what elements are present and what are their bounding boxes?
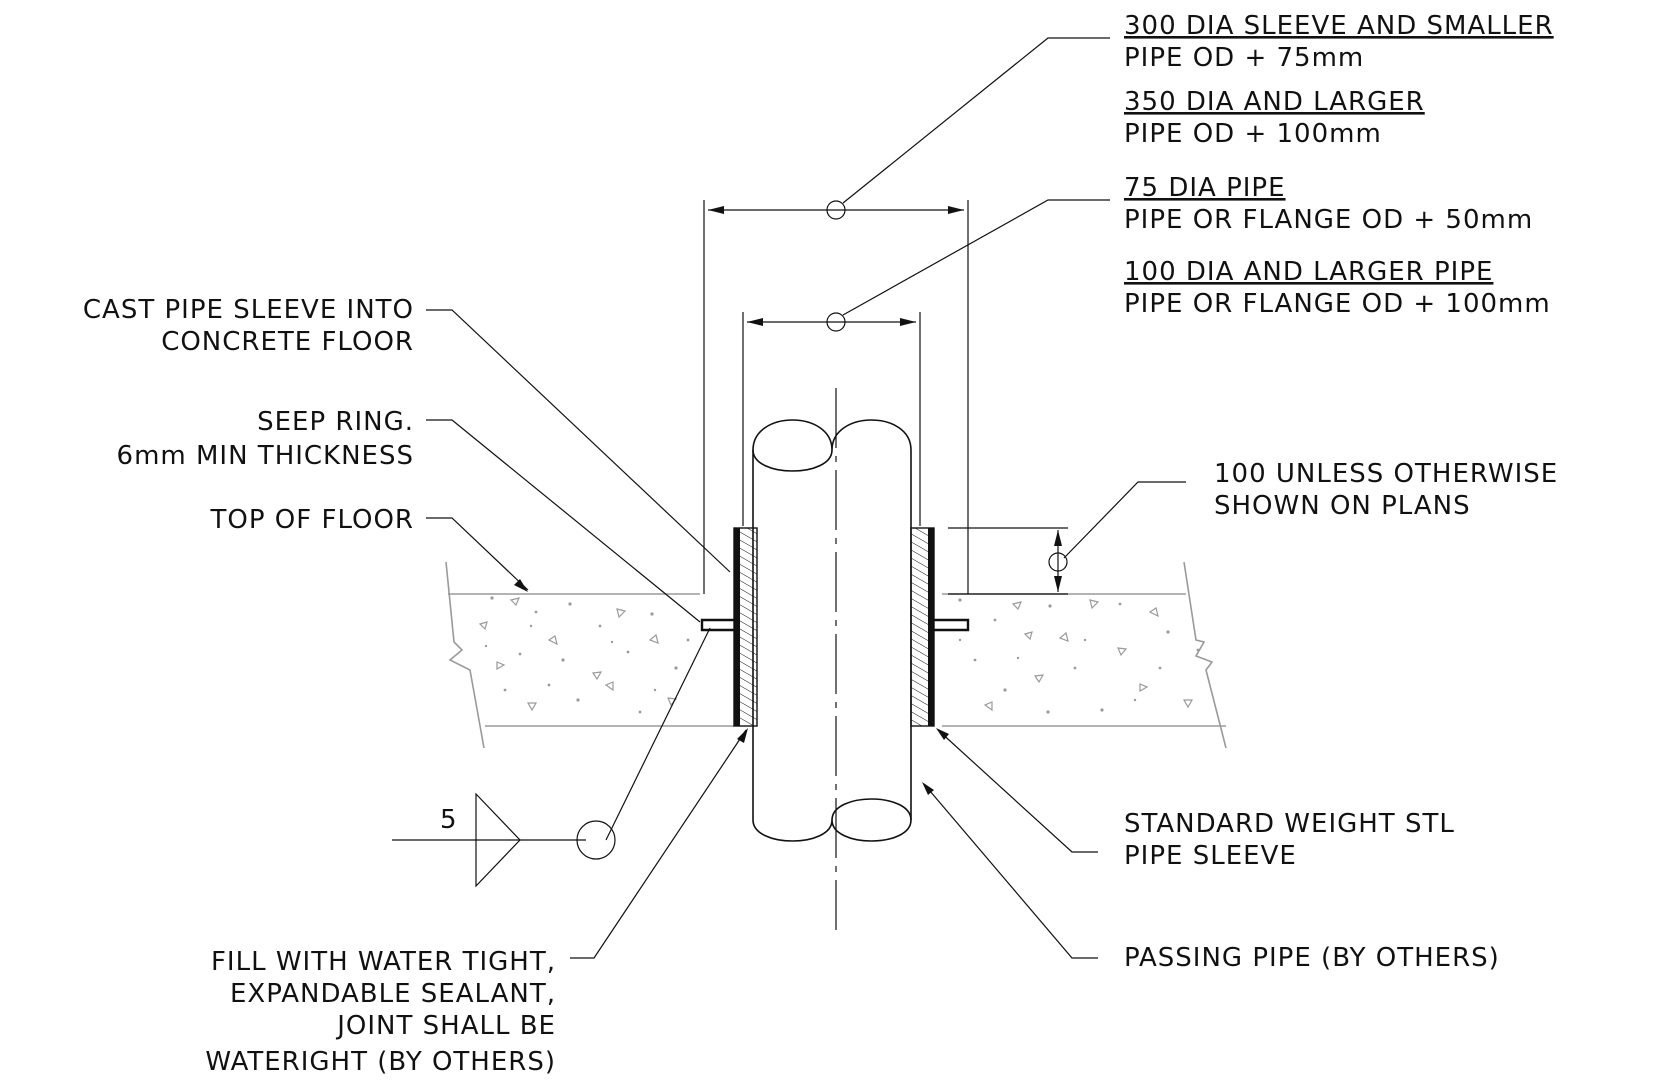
note-seep-ring-line1: SEEP RING.: [257, 407, 414, 437]
fillet-weld-symbol: 5: [392, 792, 616, 888]
note-std-sleeve: STANDARD WEIGHT STL PIPE SLEEVE: [1124, 809, 1455, 871]
leader-sealant: [570, 729, 747, 959]
slab-left-break-line: [445, 561, 485, 749]
seep-ring-left: [700, 618, 734, 632]
note-top-of-floor: TOP OF FLOOR: [210, 505, 414, 535]
leader-projection: [1063, 481, 1186, 559]
leader-seep-ring: [426, 419, 701, 623]
note-sleeve-size: 300 DIA SLEEVE AND SMALLER PIPE OD + 75m…: [1124, 11, 1554, 149]
sleeve-projection-dimension: [948, 527, 1068, 595]
concrete-hatch-right: [958, 598, 1200, 714]
slab-right-break-line: [1183, 561, 1227, 749]
note-projection: 100 UNLESS OTHERWISE SHOWN ON PLANS: [1214, 459, 1558, 521]
note-passing-pipe: PASSING PIPE (BY OTHERS): [1124, 943, 1500, 973]
concrete-floor-slab: [445, 561, 1227, 749]
seep-ring-right: [934, 618, 970, 632]
note-sealant: FILL WITH WATER TIGHT, EXPANDABLE SEALAN…: [205, 947, 556, 1077]
note-seep-ring: SEEP RING. 6mm MIN THICKNESS: [117, 407, 414, 471]
sleeve-wall-right-outer-plate: [928, 528, 934, 726]
note-sleeve-large-rule: PIPE OD + 100mm: [1124, 119, 1382, 149]
note-sealant-line1: FILL WITH WATER TIGHT,: [211, 947, 556, 977]
leader-top-of-floor: [426, 517, 529, 591]
note-std-sleeve-line1: STANDARD WEIGHT STL: [1124, 809, 1455, 839]
leader-ring-size: [842, 199, 1110, 316]
note-sealant-line3: JOINT SHALL BE: [335, 1011, 556, 1041]
note-seep-ring-line2: 6mm MIN THICKNESS: [117, 441, 414, 471]
pipe-break-bottom: [752, 798, 912, 842]
pipe-break-top: [752, 419, 912, 472]
note-ring-small-rule: PIPE OR FLANGE OD + 50mm: [1124, 205, 1533, 235]
leader-std-sleeve: [937, 729, 1098, 853]
note-ring-large-heading: 100 DIA AND LARGER PIPE: [1124, 257, 1493, 287]
note-sleeve-small-rule: PIPE OD + 75mm: [1124, 43, 1364, 73]
note-sealant-line2: EXPANDABLE SEALANT,: [230, 979, 556, 1009]
leader-sleeve-size: [842, 37, 1110, 204]
passing-pipe: [752, 388, 912, 930]
note-cast-sleeve: CAST PIPE SLEEVE INTO CONCRETE FLOOR: [83, 295, 414, 357]
note-ring-size: 75 DIA PIPE PIPE OR FLANGE OD + 50mm 100…: [1124, 173, 1551, 319]
sleeve-wall-left-outer-plate: [734, 528, 740, 726]
leader-cast-sleeve: [426, 309, 731, 573]
note-sealant-line4: WATERIGHT (BY OTHERS): [205, 1047, 556, 1077]
steel-pipe-sleeve: [700, 527, 970, 727]
note-passing-pipe-text: PASSING PIPE (BY OTHERS): [1124, 943, 1500, 973]
note-ring-large-rule: PIPE OR FLANGE OD + 100mm: [1124, 289, 1551, 319]
concrete-hatch-left: [478, 596, 690, 714]
note-sleeve-large-heading: 350 DIA AND LARGER: [1124, 87, 1425, 117]
note-sleeve-small-heading: 300 DIA SLEEVE AND SMALLER: [1124, 11, 1554, 41]
leader-passing-pipe: [923, 783, 1098, 959]
seep-ring-diameter-dimension: [742, 312, 921, 526]
leader-lines: [426, 37, 1186, 959]
note-std-sleeve-line2: PIPE SLEEVE: [1124, 841, 1297, 871]
note-projection-line1: 100 UNLESS OTHERWISE: [1214, 459, 1558, 489]
note-cast-sleeve-line2: CONCRETE FLOOR: [161, 327, 414, 357]
note-cast-sleeve-line1: CAST PIPE SLEEVE INTO: [83, 295, 414, 325]
note-ring-small-heading: 75 DIA PIPE: [1124, 173, 1286, 203]
note-top-of-floor-text: TOP OF FLOOR: [210, 505, 414, 535]
weld-size-label: 5: [440, 805, 458, 835]
leader-weld: [605, 627, 711, 841]
note-projection-line2: SHOWN ON PLANS: [1214, 491, 1471, 521]
